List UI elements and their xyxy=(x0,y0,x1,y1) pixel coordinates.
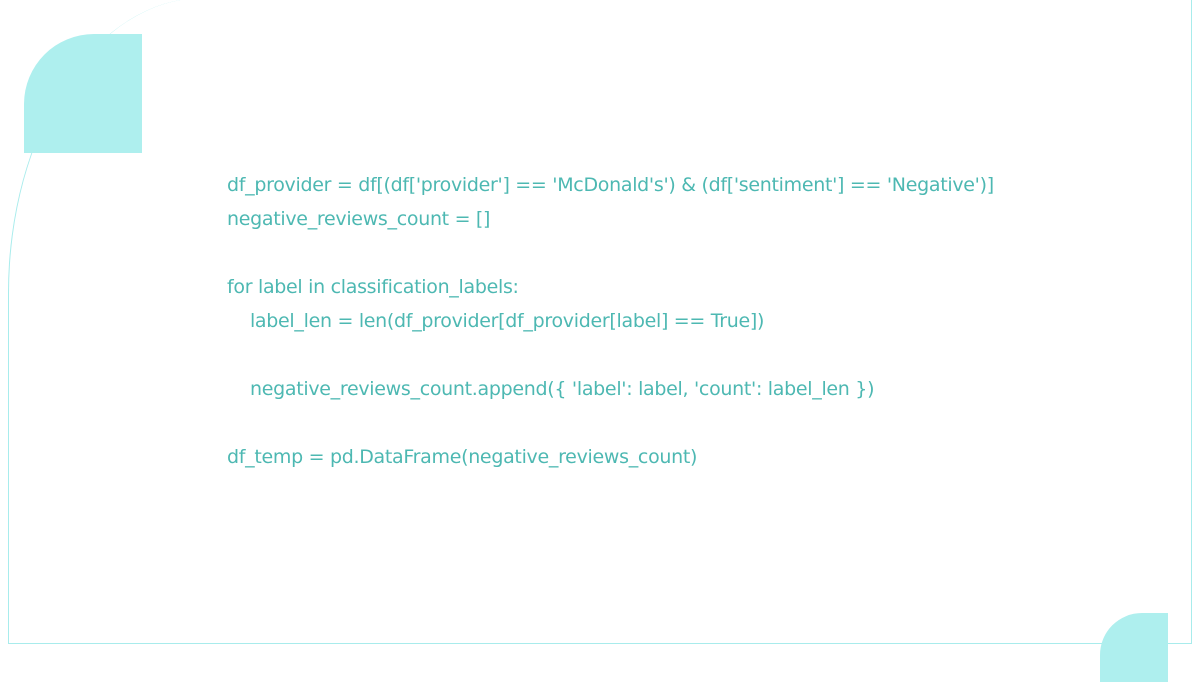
code-block: df_provider = df[(df['provider'] == 'McD… xyxy=(227,170,994,476)
code-line: df_temp = pd.DataFrame(negative_reviews_… xyxy=(227,446,698,468)
code-line: df_provider = df[(df['provider'] == 'McD… xyxy=(227,174,994,196)
code-line xyxy=(227,340,994,374)
code-line: for label in classification_labels: xyxy=(227,276,519,298)
code-line: negative_reviews_count.append({ 'label':… xyxy=(227,378,875,400)
code-line xyxy=(227,408,994,442)
content-frame xyxy=(8,0,1192,644)
decorative-corner-shape xyxy=(1100,613,1168,682)
code-line: negative_reviews_count = [] xyxy=(227,208,491,230)
code-line xyxy=(227,238,994,272)
decorative-corner-shape xyxy=(24,34,142,153)
code-line: label_len = len(df_provider[df_provider[… xyxy=(227,310,765,332)
